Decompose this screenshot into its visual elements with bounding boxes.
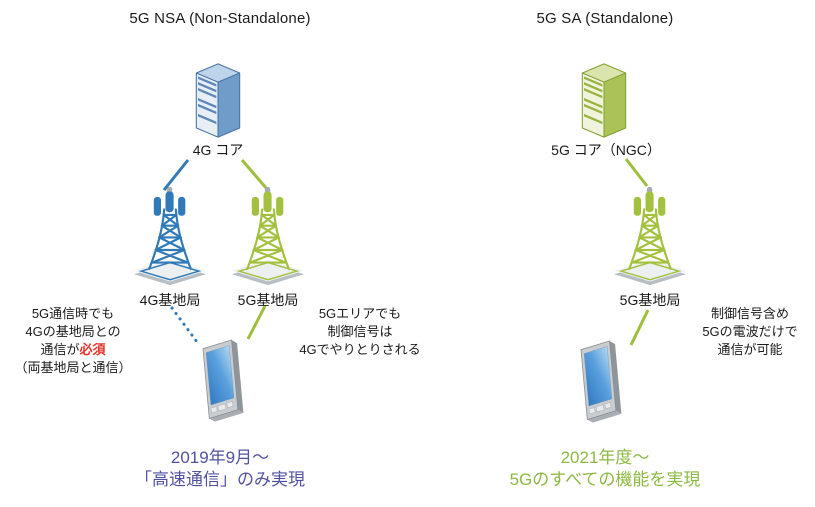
sa-phone-icon [577,337,623,428]
line-5gcore-to-5gtower [624,158,649,187]
nsa-title: 5G NSA (Non-Standalone) [129,10,311,27]
nsa-5g-tower-label: 5G基地局 [237,292,299,308]
nsa-footer-line2: 「高速通信」のみ実現 [135,470,305,489]
nsa-5g-tower-icon [223,187,313,291]
sa-note-line1: 制御信号含め [710,306,789,321]
sa-5g-tower-icon [605,187,695,291]
line-4gtower-to-phone-dotted [170,306,199,344]
5g-core-server-icon [579,62,629,139]
nsa-note-left: 5G通信時でも 4Gの基地局との 通信が必須 （両基地局と通信） [6,305,140,377]
4g-core-server-icon [193,62,243,139]
sa-footer-line1: 2021年度〜 [560,448,650,467]
nsa-note-right-line3: 4Gでやりとりされる [299,342,421,357]
sa-note: 制御信号含め 5Gの電波だけで 通信が可能 [683,305,815,359]
4g-tower-icon [125,187,215,291]
sa-note-line3: 通信が可能 [717,342,783,357]
nsa-note-right-line1: 5Gエリアでも [318,306,402,321]
nsa-note-left-line2: 4Gの基地局との [25,324,121,339]
sa-title: 5G SA (Standalone) [536,10,674,27]
nsa-note-left-line4: （両基地局と通信） [14,360,132,375]
nsa-footer-line1: 2019年9月〜 [170,448,270,467]
nsa-note-left-line3-emphasis: 必須 [79,342,106,357]
sa-footer-line2: 5Gのすべての機能を実現 [509,470,701,489]
nsa-note-left-line3: 通信が必須 [6,341,140,359]
line-4gcore-to-5gtower [240,159,269,190]
line-4gcore-to-4gtower [162,159,190,191]
nsa-note-left-line1: 5G通信時でも [31,306,115,321]
nsa-note-left-line3-prefix: 通信が [40,342,80,357]
sa-5g-tower-label: 5G基地局 [619,292,681,308]
4g-core-label: 4G コア [192,142,244,158]
line-5gtower-to-phone [246,305,267,340]
nsa-phone-icon [199,336,245,427]
nsa-note-right-line2: 制御信号は [327,324,393,339]
sa-footer: 2021年度〜 5Gのすべての機能を実現 [480,447,730,491]
nsa-note-right: 5Gエリアでも 制御信号は 4Gでやりとりされる [293,305,427,359]
5g-core-label: 5G コア（NGC） [551,142,661,158]
line-sa-5gtower-to-phone [629,309,650,346]
nsa-footer: 2019年9月〜 「高速通信」のみ実現 [109,447,331,491]
sa-note-line2: 5Gの電波だけで [702,324,798,339]
4g-tower-label: 4G基地局 [139,292,201,308]
